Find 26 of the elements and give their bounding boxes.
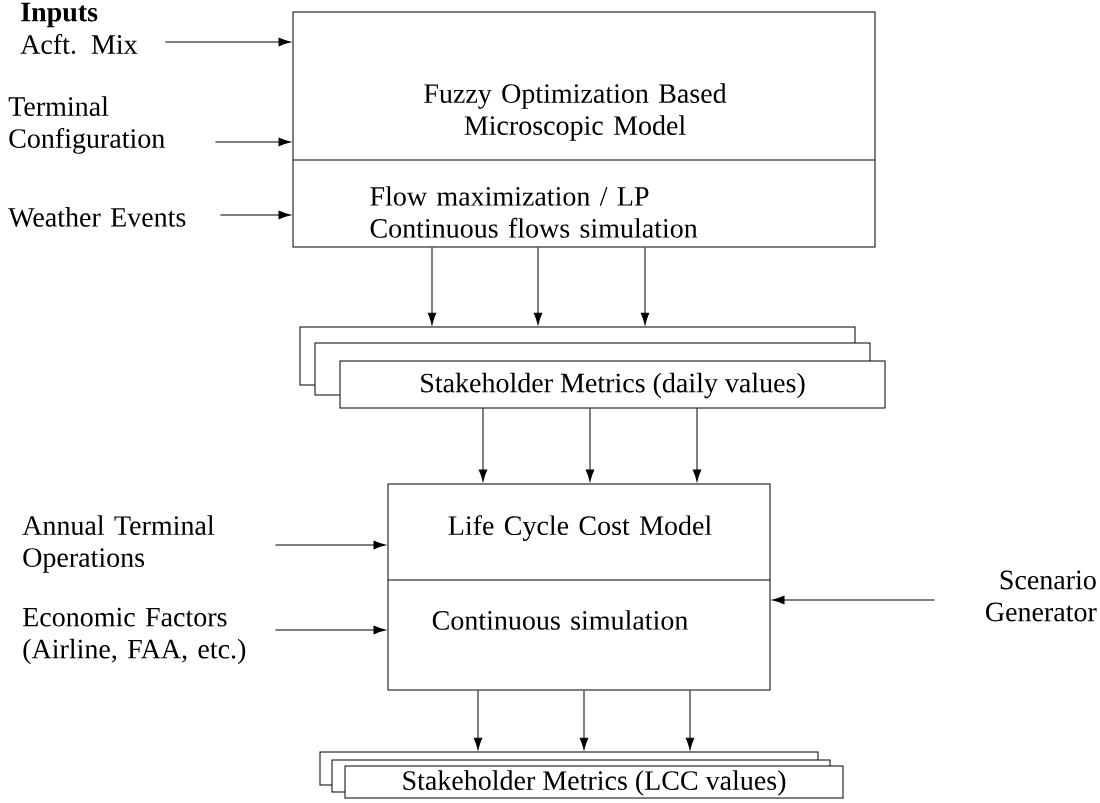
arrow (640, 247, 650, 325)
arrow (214, 137, 291, 147)
arrow (274, 625, 386, 635)
model-box: Life Cycle Cost Model Continuous simulation (387, 483, 771, 691)
arrow (473, 690, 483, 750)
input-label: Annual Terminal Operations (22, 515, 215, 573)
arrow (478, 407, 488, 482)
arrow (219, 210, 291, 220)
arrow (579, 690, 589, 750)
arrow (585, 407, 595, 482)
arrow (685, 690, 695, 750)
arrow (427, 247, 437, 325)
arrow (164, 37, 291, 47)
heading: Inputs (21, 2, 98, 28)
input-label: Weather Events (8, 207, 186, 227)
model-box: Fuzzy Optimization Based Microscopic Model Flow maximization / LP Continuous flows simulation (292, 11, 876, 248)
input-label: Acft. Mix (20, 33, 138, 55)
input-label: Economic Factors (Airline, FAA, etc.) (23, 607, 246, 665)
arrow (772, 595, 936, 605)
stacked-sheets: Stakeholder Metrics (LCC values) (319, 751, 844, 799)
stacked-sheets: Stakeholder Metrics (daily values) (299, 326, 886, 409)
arrow (692, 407, 702, 482)
input-label: Terminal Configuration (8, 96, 165, 154)
input-label: Scenario Generator (986, 570, 1097, 622)
arrow (533, 247, 543, 325)
arrow (274, 540, 386, 550)
